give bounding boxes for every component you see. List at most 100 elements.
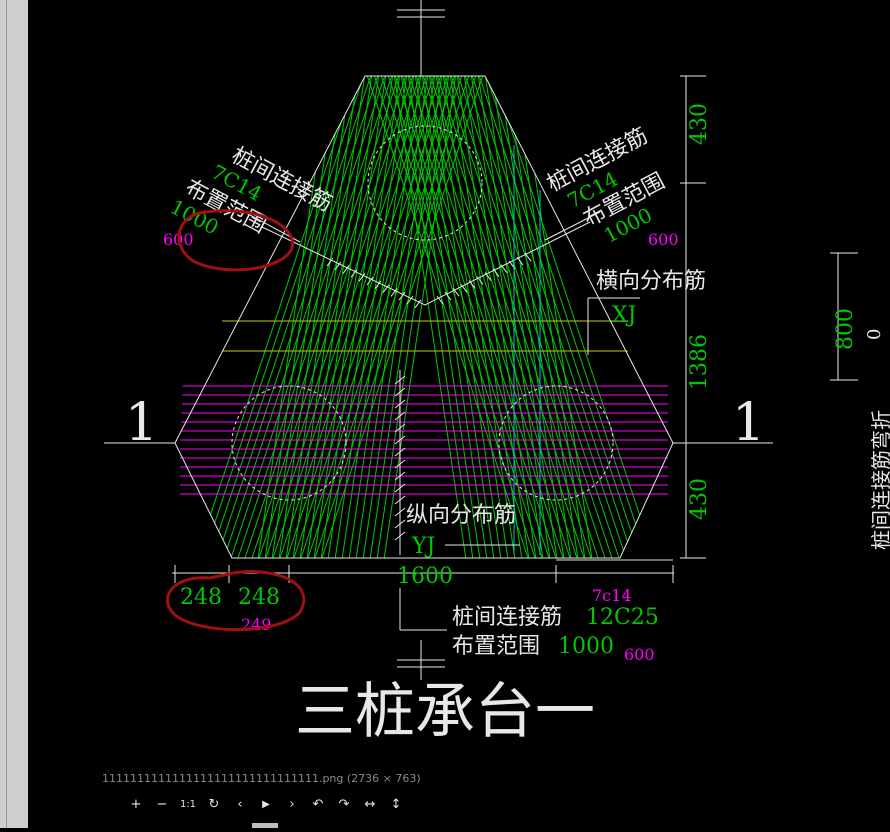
tick-mark <box>436 295 444 305</box>
hatch-line <box>377 76 459 558</box>
hatch-line <box>328 76 410 558</box>
tick-mark <box>394 507 406 517</box>
refresh-icon[interactable]: ↻ <box>208 797 220 812</box>
hatch-line <box>412 76 494 558</box>
fit-width-icon[interactable]: ↔ <box>364 797 376 812</box>
right-note-600: 600 <box>648 230 679 249</box>
section-mark-left: 1 <box>125 393 158 453</box>
tick-mark <box>382 284 390 293</box>
hatch-line <box>391 76 473 558</box>
drawing-title: 三桩承台一 <box>295 677 595 747</box>
red-annotation-marks <box>166 209 306 632</box>
hatch-line <box>452 76 634 558</box>
pile-top <box>367 125 483 241</box>
tick-mark <box>374 280 382 290</box>
hatch-line <box>375 76 557 558</box>
drawing-canvas: 1 1 430 1386 430 1600 248 248 249 桩间连接筋 … <box>28 0 890 828</box>
bottom-label-spec: 12C25 <box>586 605 659 630</box>
hatch-line <box>461 76 543 558</box>
dim-right-top: 430 <box>687 103 712 145</box>
hatch-line <box>487 76 669 558</box>
dim-bottom-left-2: 248 <box>238 585 280 610</box>
hatch-line <box>279 76 461 558</box>
hatch-line <box>459 76 641 558</box>
tick-mark <box>484 272 492 281</box>
rebar-hatch <box>181 76 669 558</box>
dim-bottom-left-1: 248 <box>180 585 222 610</box>
hatch-line <box>396 76 578 558</box>
hatch-line <box>300 76 482 558</box>
hatch-line <box>489 76 571 558</box>
tick-mark <box>492 268 500 278</box>
far-right-dim-800: 800 <box>833 308 858 350</box>
hatch-line <box>181 76 363 558</box>
hatch-line <box>496 76 578 558</box>
hatch-line <box>426 76 508 558</box>
tick-mark <box>394 483 406 493</box>
transverse-leader <box>587 297 640 355</box>
zoom-out-icon[interactable]: − <box>156 797 168 812</box>
hatch-line <box>466 76 648 558</box>
hatch-line <box>300 76 382 558</box>
hatch-line <box>398 76 480 558</box>
hatch-line <box>286 76 468 558</box>
section-mark-right: 1 <box>732 393 765 453</box>
tick-mark <box>358 272 366 282</box>
tick-mark <box>394 423 406 433</box>
tick-mark <box>460 283 468 293</box>
hatch-line <box>445 76 627 558</box>
hatch-line <box>438 76 620 558</box>
rotate-right-icon[interactable]: ↷ <box>338 797 350 812</box>
hatch-line <box>405 76 487 558</box>
tick-mark <box>516 256 524 266</box>
hatch-line <box>480 76 662 558</box>
tick-mark <box>394 411 406 421</box>
hatch-line <box>251 76 433 558</box>
tick-mark <box>524 252 532 262</box>
bottom-note-600: 600 <box>624 645 655 664</box>
play-icon[interactable]: ▶ <box>262 799 270 810</box>
top-axis <box>397 0 445 76</box>
bottom-note-7c14: 7c14 <box>592 586 632 605</box>
tick-mark <box>394 495 406 505</box>
tick-mark <box>394 459 406 469</box>
fit-height-icon[interactable]: ↕ <box>390 797 402 812</box>
far-right-dim-0: 0 <box>864 329 885 340</box>
hatch-line <box>265 76 347 558</box>
hatch-line <box>361 76 543 558</box>
previous-icon[interactable]: ‹ <box>237 797 243 812</box>
hatch-line <box>363 76 445 558</box>
hatch-line <box>431 76 613 558</box>
hatch-line <box>244 76 426 558</box>
hatch-line <box>440 76 522 558</box>
rotate-left-icon[interactable]: ↶ <box>312 797 324 812</box>
hatch-line <box>335 76 417 558</box>
hatch-line <box>410 76 592 558</box>
hatch-line <box>223 76 405 558</box>
next-icon[interactable]: › <box>289 797 295 812</box>
actual-size-icon[interactable]: 1:1 <box>179 799 197 810</box>
hatch-line <box>454 76 536 558</box>
scroll-thumb[interactable] <box>252 823 278 828</box>
tick-marks <box>326 252 532 541</box>
hatch-line <box>272 76 454 558</box>
file-caption: 1111111111111111111111111111111.png (273… <box>102 772 421 785</box>
pile-right <box>498 385 614 501</box>
tick-mark <box>394 375 406 385</box>
zoom-in-icon[interactable]: + <box>130 797 142 812</box>
hatch-line <box>307 76 489 558</box>
hatch-line <box>382 76 564 558</box>
hatch-line <box>258 76 440 558</box>
hatch-line <box>293 76 375 558</box>
tick-mark <box>444 291 452 301</box>
viewer-toolbar: + − 1:1 ↻ ‹ ▶ › ↶ ↷ ↔ ↕ <box>126 795 406 815</box>
tick-mark <box>468 280 476 289</box>
tick-mark <box>452 287 460 297</box>
tick-mark <box>394 447 406 457</box>
tick-mark <box>394 519 406 529</box>
bottom-label-range: 布置范围 <box>452 634 540 659</box>
hatch-line <box>188 76 370 558</box>
tick-mark <box>394 471 406 481</box>
tick-mark <box>366 276 374 286</box>
hatch-line <box>356 76 438 558</box>
